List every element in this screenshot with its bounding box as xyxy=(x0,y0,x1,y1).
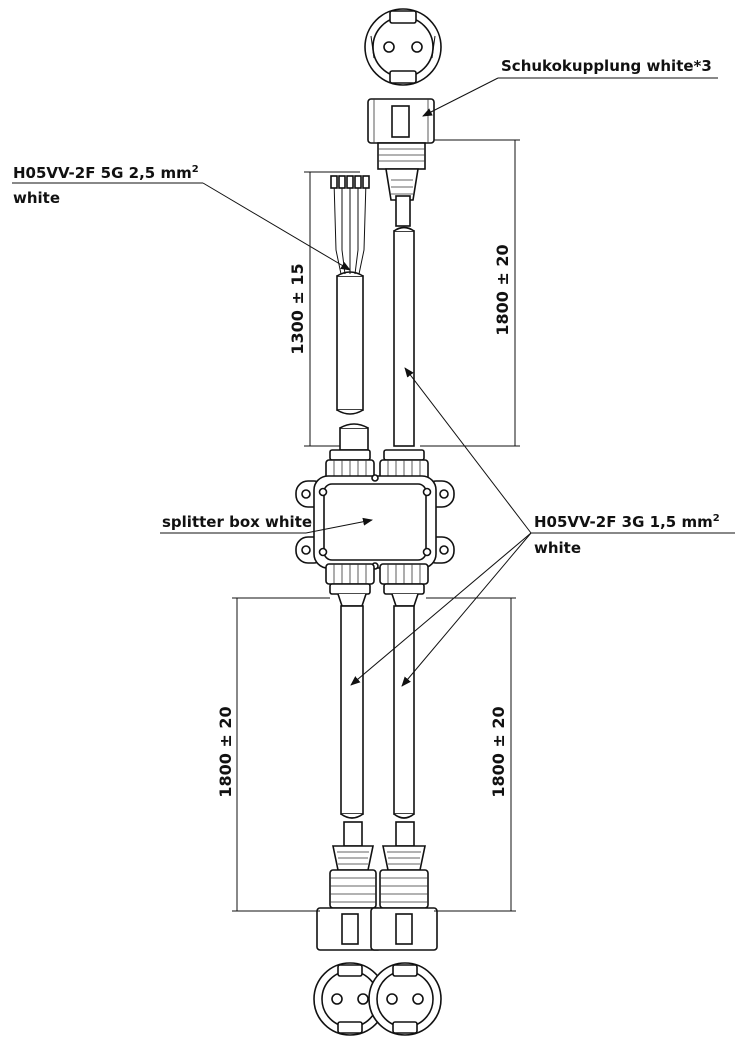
dimension-label-top-output: 1800 ± 20 xyxy=(493,244,512,335)
input-cable xyxy=(330,175,370,451)
dimension-input-cable: 1300 ± 15 xyxy=(288,171,360,447)
dimension-bottom-right-output: 1800 ± 20 xyxy=(426,597,516,912)
label-input-cable: H05VV-2F 5G 2,5 mm2 xyxy=(13,164,199,182)
label-output-cable-spec: H05VV-2F 3G 1,5 mm xyxy=(534,513,713,531)
splitter-box xyxy=(295,449,455,595)
input-cable-wires xyxy=(330,175,370,275)
leader-splitter-box xyxy=(160,517,373,534)
bottom-left-output-cable xyxy=(337,593,367,847)
leader-schuko-coupling xyxy=(422,77,718,117)
bottom-left-coupler xyxy=(316,845,382,951)
dimension-top-output: 1800 ± 20 xyxy=(420,139,520,447)
bottom-right-coupler xyxy=(370,845,438,951)
label-splitter-box: splitter box white xyxy=(162,513,312,531)
dimension-label-bottom-left-output: 1800 ± 20 xyxy=(216,706,235,797)
label-output-cable: H05VV-2F 3G 1,5 mm2 xyxy=(534,513,720,531)
leader-output-cable xyxy=(350,367,735,687)
bottom-right-socket-face xyxy=(368,962,442,1036)
label-input-cable-sup: 2 xyxy=(192,164,199,175)
top-coupler xyxy=(367,98,435,227)
label-schuko-coupling: Schukokupplung white*3 xyxy=(501,57,712,75)
label-input-cable-spec: H05VV-2F 5G 2,5 mm xyxy=(13,164,192,182)
label-output-cable-color: white xyxy=(534,539,581,557)
label-input-cable-color: white xyxy=(13,189,60,207)
top-output-cable xyxy=(393,226,415,447)
dimension-label-bottom-right-output: 1800 ± 20 xyxy=(489,706,508,797)
dimension-bottom-left-output: 1800 ± 20 xyxy=(216,597,330,912)
bottom-right-output-cable xyxy=(391,593,419,847)
label-output-cable-sup: 2 xyxy=(713,513,720,524)
dimension-label-input-cable: 1300 ± 15 xyxy=(288,263,307,354)
leader-input-cable xyxy=(12,182,351,271)
top-socket-face xyxy=(364,8,442,86)
